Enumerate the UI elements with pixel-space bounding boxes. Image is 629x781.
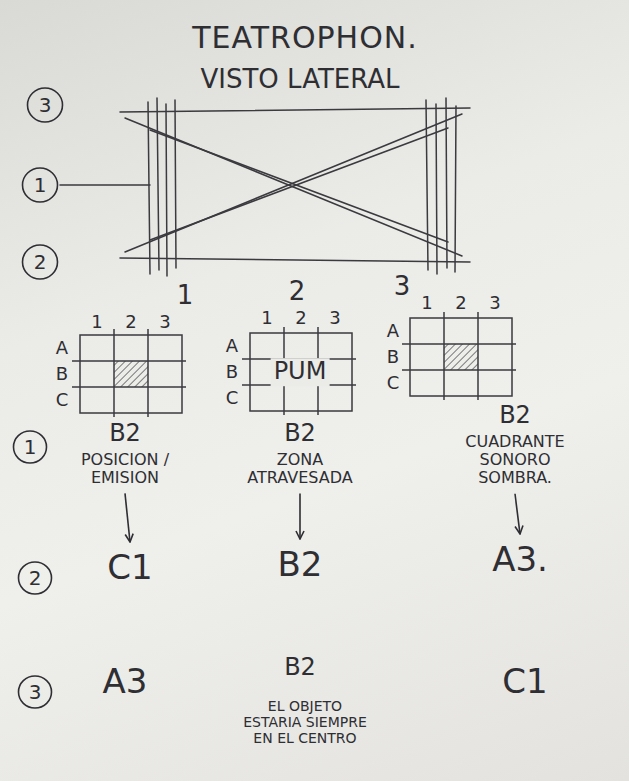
cell-code: A3.: [465, 540, 575, 579]
circle-stroke: [19, 562, 52, 594]
circle-number: 1: [24, 436, 37, 459]
speaker-plane: [157, 98, 159, 270]
sound-ray: [150, 130, 448, 242]
grid-cell-note: B2: [255, 545, 345, 584]
cell-description: ZONA ATRAVESADA: [235, 451, 365, 488]
circle-stroke: [19, 676, 52, 708]
circle-stroke: [28, 88, 63, 122]
grid-outline: [410, 318, 512, 396]
arrow-connector: [515, 494, 520, 534]
grid-cell-note: A3.: [465, 540, 575, 579]
column-label: 3: [159, 312, 170, 333]
sound-ray: [120, 258, 470, 262]
row-label: A: [387, 321, 399, 342]
cell-code: C1: [85, 548, 175, 587]
cell-description: POSICION / EMISION: [60, 451, 190, 488]
column-label: 2: [295, 308, 306, 329]
grid-number: 1: [177, 281, 194, 311]
row-label: C: [56, 390, 69, 411]
circle-number: 3: [39, 94, 52, 117]
sound-ray: [125, 114, 462, 252]
circled-number: 2: [17, 560, 53, 596]
circled-number: 1: [12, 429, 48, 465]
circled-number: 3: [26, 86, 64, 124]
speaker-plane: [175, 100, 176, 268]
row-label: C: [387, 373, 400, 394]
circled-number: 1: [21, 166, 59, 204]
cell-result: C1: [502, 662, 547, 701]
axis-line: [60, 184, 150, 186]
grid-number: 3: [394, 272, 411, 302]
row-label: B: [56, 364, 68, 385]
grid-cell-note: B2CUADRANTE SONORO SOMBRA.: [450, 402, 580, 488]
grid-line: [113, 329, 115, 417]
row-label: B: [226, 362, 238, 383]
column-label: 3: [329, 308, 340, 329]
grid-cell-note: B2ZONA ATRAVESADA: [235, 420, 365, 487]
hatched-cell: [444, 344, 478, 370]
cell-description: CUADRANTE SONORO SOMBRA.: [450, 433, 580, 488]
grid-line: [147, 329, 149, 417]
grid-outline: [250, 333, 352, 411]
column-label: 2: [125, 312, 136, 333]
circle-number: 1: [34, 174, 47, 197]
circle-stroke: [14, 431, 47, 463]
grid-outline: [80, 335, 182, 413]
speaker-plane: [455, 106, 456, 272]
circle-number: 2: [29, 567, 42, 590]
row-label: C: [226, 388, 239, 409]
row-label: A: [226, 336, 238, 357]
circle-stroke: [23, 245, 58, 279]
grid-line: [402, 343, 516, 345]
circled-number: 3: [17, 674, 53, 710]
view-caption: VISTO LATERAL: [200, 65, 399, 95]
circle-number: 2: [34, 251, 47, 274]
hatched-cell: [114, 361, 148, 387]
cell-result: B2: [284, 654, 316, 682]
grid-cell-note: C1: [85, 548, 175, 587]
speaker-plane: [446, 98, 447, 268]
grid-2: [242, 327, 356, 415]
speaker-plane: [166, 104, 167, 276]
speaker-plane: [436, 104, 437, 274]
grid-line: [72, 386, 186, 388]
grid-number: 2: [289, 277, 306, 307]
circle-number: 3: [29, 681, 42, 704]
row-label: B: [387, 347, 399, 368]
row-label: A: [56, 338, 68, 359]
column-label: 1: [261, 308, 272, 329]
cell-code: B2: [235, 420, 365, 448]
grid-line: [402, 369, 516, 371]
speaker-plane: [426, 100, 428, 270]
cell-code: B2: [255, 545, 345, 584]
grid-cell-note: B2POSICION / EMISION: [60, 420, 190, 487]
cell-code: B2: [450, 402, 580, 430]
cell-result: A3: [103, 662, 148, 701]
column-label: 1: [421, 293, 432, 314]
arrow-connector: [125, 493, 130, 542]
column-label: 3: [489, 293, 500, 314]
grid-1: [72, 329, 186, 417]
grid-line: [443, 312, 445, 400]
note-text: EL OBJETO ESTARIA SIEMPRE EN EL CENTRO: [238, 698, 373, 746]
sound-ray: [120, 108, 470, 112]
sketch-title: TEATROPHON.: [192, 21, 418, 56]
grid-line: [477, 312, 479, 400]
grid-note: PUM: [271, 358, 330, 386]
arrow-connector: [299, 493, 301, 539]
sound-ray: [125, 118, 462, 256]
column-label: 2: [455, 293, 466, 314]
cell-code: B2: [60, 420, 190, 448]
grid-3: [402, 312, 516, 400]
circled-number: 2: [21, 243, 59, 281]
lateral-view: [60, 98, 470, 276]
grid-line: [72, 360, 186, 362]
sound-ray: [150, 128, 448, 240]
column-label: 1: [91, 312, 102, 333]
circle-stroke: [23, 168, 58, 202]
